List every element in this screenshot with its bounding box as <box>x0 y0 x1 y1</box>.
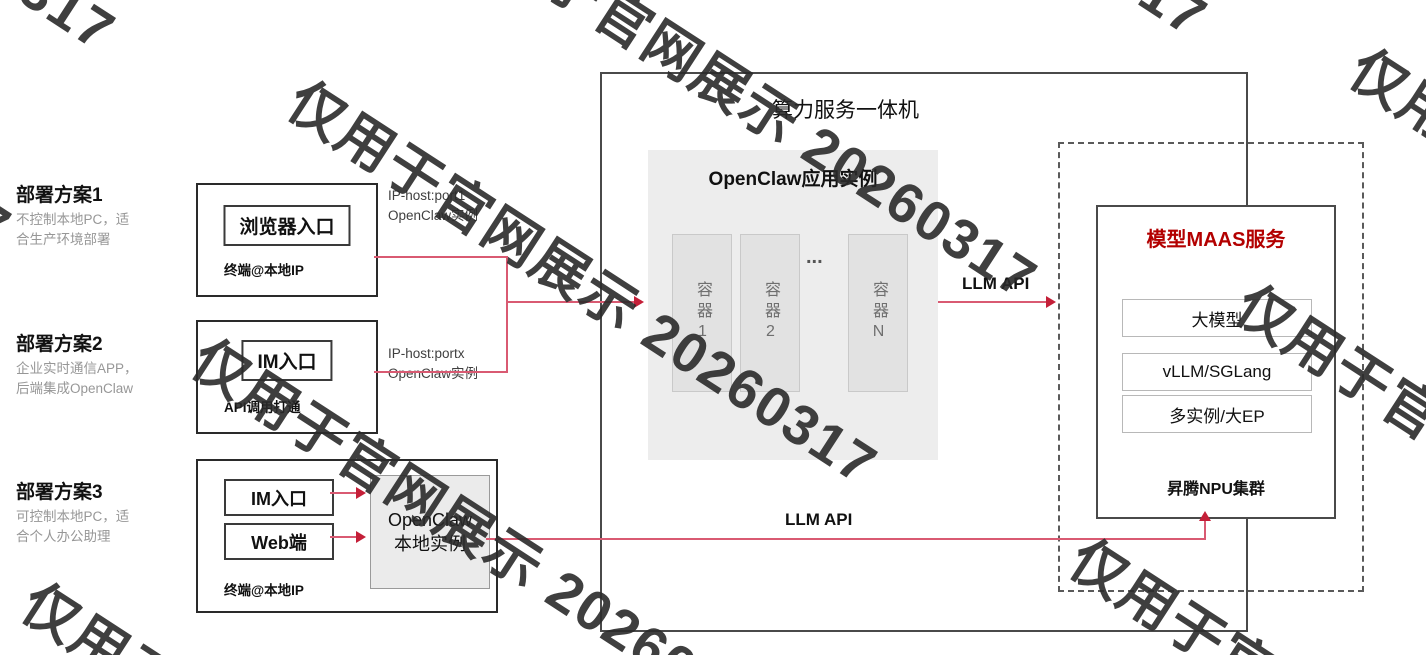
maas-dashed-region <box>1058 142 1364 592</box>
container-1-box: 容器1 <box>672 234 732 392</box>
openclaw-local-line1: OpenClaw <box>387 509 473 530</box>
container-2-box: 容器2 <box>740 234 800 392</box>
connector-line-llm-top <box>938 301 1046 303</box>
im-entry-label: IM入口 <box>241 340 333 381</box>
connector-line-to-server <box>506 301 636 303</box>
scheme2-description-line2: 后端集成OpenClaw <box>16 381 134 396</box>
arrowhead-to-server-icon <box>634 296 644 308</box>
scheme1-description-line2: 合生产环境部署 <box>16 232 111 247</box>
scheme3-terminal-label: 终端@本地IP <box>224 583 304 598</box>
maas-service-title: 模型MAAS服务 <box>1146 229 1286 251</box>
openclaw-app-instances-box: OpenClaw应用实例 容器1 容器2 ... 容器N <box>648 150 938 460</box>
scheme1-description-line1: 不控制本地PC，适 <box>16 212 130 227</box>
llm-api-bottom-label: LLM API <box>785 510 853 529</box>
compute-server-title: 算力服务一体机 <box>772 99 919 122</box>
watermark-text: 仅用于官网展示 20260317 <box>0 0 134 67</box>
arrowhead-llm-bottom-icon <box>1199 511 1211 521</box>
scheme2-port-label-line1: IP-host:portx <box>388 346 465 361</box>
maas-service-box: 模型MAAS服务 大模型 vLLM/SGLang 多实例/大EP 昇腾NPU集群 <box>1096 205 1336 519</box>
container-1-label: 容器1 <box>694 281 711 345</box>
connector-line-web-to-local <box>330 536 358 538</box>
scheme3-box: IM入口 Web端 OpenClaw 本地实例 终端@本地IP <box>196 459 498 613</box>
scheme2-title: 部署方案2 <box>16 334 103 355</box>
scheme2-box: IM入口 API调用打通 <box>196 320 378 434</box>
scheme1-port-label: IP-host:port1 OpenClaw实例 <box>388 186 478 225</box>
maas-item-multi-instance: 多实例/大EP <box>1122 395 1312 433</box>
connector-line-llm-bottom <box>486 538 1206 540</box>
scheme1-port-label-line1: IP-host:port1 <box>388 188 466 203</box>
scheme1-terminal-label: 终端@本地IP <box>224 263 304 278</box>
scheme2-port-label: IP-host:portx OpenClaw实例 <box>388 344 478 383</box>
npu-cluster-label: 昇腾NPU集群 <box>1167 481 1265 498</box>
connector-line-im-to-local <box>330 492 358 494</box>
scheme3-description-line2: 合个人办公助理 <box>16 529 111 544</box>
llm-api-top-label: LLM API <box>962 274 1030 293</box>
scheme3-description-line1: 可控制本地PC，适 <box>16 509 130 524</box>
connector-line-scheme1 <box>374 256 508 258</box>
watermark-text: 仅用于官网展示 20260317 <box>604 0 1226 53</box>
scheme1-port-label-line2: OpenClaw实例 <box>388 207 479 223</box>
connector-line-llm-bottom-vertical <box>1204 520 1206 539</box>
maas-item-large-model: 大模型 <box>1122 299 1312 337</box>
scheme1-title: 部署方案1 <box>16 185 103 206</box>
connector-line-scheme2 <box>374 371 508 373</box>
openclaw-local-line2: 本地实例 <box>394 534 466 554</box>
maas-item-vllm-sglang: vLLM/SGLang <box>1122 353 1312 391</box>
containers-ellipsis: ... <box>806 246 823 268</box>
scheme3-title: 部署方案3 <box>16 482 103 503</box>
openclaw-local-instance-box: OpenClaw 本地实例 <box>370 475 490 589</box>
arrowhead-im-to-local-icon <box>356 487 366 499</box>
container-n-label: 容器N <box>870 281 887 345</box>
scheme2-description-line1: 企业实时通信APP， <box>16 361 138 376</box>
openclaw-app-instances-title: OpenClaw应用实例 <box>708 169 878 190</box>
connector-line-vertical <box>506 256 508 373</box>
scheme3-im-entry-label: IM入口 <box>224 479 334 516</box>
scheme2-api-label: API调用打通 <box>224 400 301 415</box>
scheme2-port-label-line2: OpenClaw实例 <box>388 365 479 381</box>
arrowhead-llm-top-icon <box>1046 296 1056 308</box>
container-2-label: 容器2 <box>762 281 779 345</box>
container-n-box: 容器N <box>848 234 908 392</box>
scheme1-box: 浏览器入口 终端@本地IP <box>196 183 378 297</box>
browser-entry-label: 浏览器入口 <box>223 205 351 246</box>
arrowhead-web-to-local-icon <box>356 531 366 543</box>
scheme3-web-entry-label: Web端 <box>224 523 334 560</box>
